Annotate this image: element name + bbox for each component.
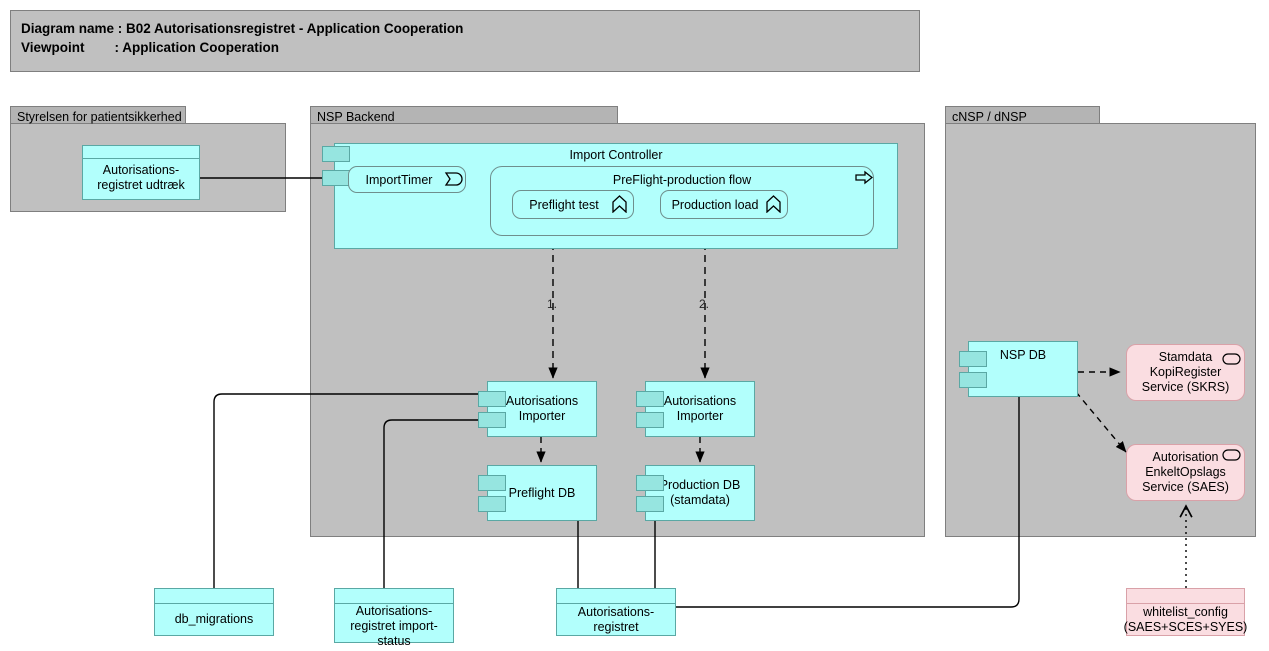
component-production-db[interactable]: Production DB (stamdata) <box>645 465 755 521</box>
port-preflight-db-top <box>478 475 506 491</box>
service-icon <box>1222 353 1241 365</box>
data-object-header-bar <box>155 589 273 604</box>
data-object-header-bar <box>557 589 675 604</box>
data-object-label: whitelist_config (SAES+SCES+SYES) <box>1123 604 1248 634</box>
data-object-header-bar <box>1127 589 1244 604</box>
function-icon <box>766 195 781 213</box>
import-timer-label: ImportTimer <box>365 173 433 187</box>
import-controller-label: Import Controller <box>569 148 663 162</box>
data-object-autorisationsregistret[interactable]: Autorisations- registret <box>556 588 676 636</box>
service-label: Autorisation EnkeltOpslags Service (SAES… <box>1142 450 1229 494</box>
preflight-test-label: Preflight test <box>529 198 599 212</box>
port-nsp-db-bottom <box>959 372 987 388</box>
data-object-import-status[interactable]: Autorisations- registret import- status <box>334 588 454 648</box>
service-icon <box>1222 449 1241 461</box>
process-icon <box>855 170 873 185</box>
diagram-name-line: Diagram name : B02 Autorisationsregistre… <box>21 21 464 36</box>
flow-step-1-label: 1. <box>547 297 558 311</box>
component-label: Autorisations Importer <box>505 394 579 423</box>
data-object-whitelist-config[interactable]: whitelist_config (SAES+SCES+SYES) <box>1123 588 1248 636</box>
preflight-flow-label: PreFlight-production flow <box>612 173 752 187</box>
production-load-label: Production load <box>671 198 759 212</box>
data-object-label: db_migrations <box>174 612 254 626</box>
event-icon <box>444 172 463 186</box>
data-object-label: Autorisations- registret import- status <box>350 604 438 648</box>
viewpoint-line: Viewpoint : Application Cooperation <box>21 40 280 55</box>
port-production-db-bottom <box>636 496 664 512</box>
component-label: NSP DB <box>999 348 1047 362</box>
port-import-controller-bottom <box>322 170 350 186</box>
port-importer-left-top <box>478 391 506 407</box>
service-label: Stamdata KopiRegister Service (SKRS) <box>1141 350 1230 394</box>
port-production-db-top <box>636 475 664 491</box>
port-importer-left-bottom <box>478 412 506 428</box>
element-import-timer[interactable]: ImportTimer <box>348 166 466 193</box>
port-nsp-db-top <box>959 351 987 367</box>
data-object-db-migrations[interactable]: db_migrations <box>154 588 274 636</box>
element-preflight-production-flow[interactable]: PreFlight-production flow <box>490 166 874 236</box>
service-skrs[interactable]: Stamdata KopiRegister Service (SKRS) <box>1126 344 1245 401</box>
group-tab-nsp-backend: NSP Backend <box>310 106 618 124</box>
port-importer-right-top <box>636 391 664 407</box>
data-object-label: Autorisations- registret <box>577 604 655 634</box>
group-tab-styrelsen: Styrelsen for patientsikkerhed <box>10 106 186 124</box>
component-label: Autorisations Importer <box>663 394 737 423</box>
component-label: Preflight DB <box>508 485 576 500</box>
port-preflight-db-bottom <box>478 496 506 512</box>
port-import-controller-top <box>322 146 350 162</box>
flow-step-2-label: 2. <box>699 297 710 311</box>
component-autorisations-importer-right[interactable]: Autorisations Importer <box>645 381 755 437</box>
data-object-header-bar <box>335 589 453 604</box>
component-label: Autorisations- registret udtræk <box>97 162 185 192</box>
function-icon <box>612 195 627 213</box>
component-nsp-db[interactable]: NSP DB <box>968 341 1078 397</box>
service-saes[interactable]: Autorisation EnkeltOpslags Service (SAES… <box>1126 444 1245 501</box>
component-autorisationsregistret-udtraek[interactable]: Autorisations- registret udtræk <box>82 145 200 200</box>
component-label: Production DB (stamdata) <box>659 478 741 507</box>
component-autorisations-importer-left[interactable]: Autorisations Importer <box>487 381 597 437</box>
element-preflight-test[interactable]: Preflight test <box>512 190 634 219</box>
group-tab-cnsp-dnsp: cNSP / dNSP <box>945 106 1100 124</box>
diagram-header: Diagram name : B02 Autorisationsregistre… <box>10 10 920 72</box>
component-preflight-db[interactable]: Preflight DB <box>487 465 597 521</box>
port-importer-right-bottom <box>636 412 664 428</box>
